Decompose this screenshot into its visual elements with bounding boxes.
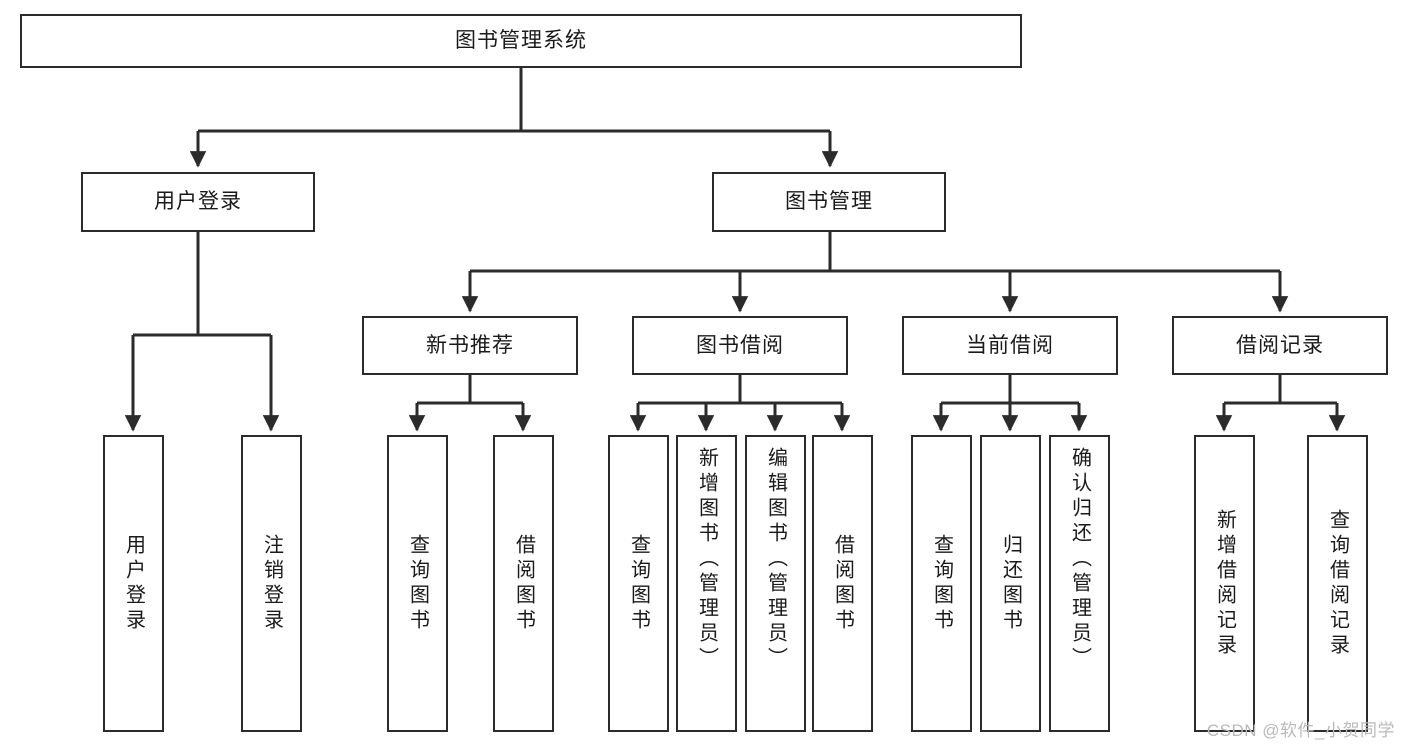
node-leaf-borrow-query-label: 查询图书 bbox=[627, 533, 650, 634]
node-leaf-current-return-label: 归还图书 bbox=[999, 533, 1022, 634]
node-leaf-borrow-add[interactable]: 新增图书（管理员） bbox=[676, 435, 737, 732]
node-leaf-newbook-borrow-label: 借阅图书 bbox=[512, 533, 535, 634]
node-user-login-label: 用户登录 bbox=[154, 190, 242, 214]
node-leaf-user-login-label: 用户登录 bbox=[122, 533, 145, 634]
node-leaf-user-logout[interactable]: 注销登录 bbox=[241, 435, 302, 732]
node-leaf-user-logout-label: 注销登录 bbox=[260, 533, 283, 634]
node-leaf-newbook-query-label: 查询图书 bbox=[406, 533, 429, 634]
node-leaf-borrow-edit-label: 编辑图书（管理员） bbox=[764, 447, 787, 672]
node-leaf-records-add[interactable]: 新增借阅记录 bbox=[1194, 435, 1255, 732]
node-new-book-recommend-label: 新书推荐 bbox=[426, 333, 514, 357]
node-leaf-newbook-query[interactable]: 查询图书 bbox=[387, 435, 448, 732]
node-leaf-current-confirm-label: 确认归还（管理员） bbox=[1068, 447, 1091, 672]
node-borrow-records[interactable]: 借阅记录 bbox=[1172, 316, 1388, 375]
node-leaf-current-query[interactable]: 查询图书 bbox=[911, 435, 972, 732]
node-book-management-label: 图书管理 bbox=[785, 190, 873, 214]
node-leaf-records-query-label: 查询借阅记录 bbox=[1326, 508, 1349, 659]
node-current-borrow[interactable]: 当前借阅 bbox=[902, 316, 1118, 375]
node-leaf-borrow-query[interactable]: 查询图书 bbox=[608, 435, 669, 732]
node-current-borrow-label: 当前借阅 bbox=[966, 333, 1054, 357]
node-root-system[interactable]: 图书管理系统 bbox=[20, 14, 1022, 68]
node-new-book-recommend[interactable]: 新书推荐 bbox=[362, 316, 578, 375]
node-leaf-borrow-add-label: 新增图书（管理员） bbox=[695, 447, 718, 672]
node-leaf-newbook-borrow[interactable]: 借阅图书 bbox=[493, 435, 554, 732]
node-book-borrow[interactable]: 图书借阅 bbox=[632, 316, 848, 375]
node-root-system-label: 图书管理系统 bbox=[455, 29, 587, 53]
node-book-management[interactable]: 图书管理 bbox=[712, 172, 946, 232]
node-leaf-borrow-edit[interactable]: 编辑图书（管理员） bbox=[745, 435, 806, 732]
node-leaf-current-return[interactable]: 归还图书 bbox=[980, 435, 1041, 732]
node-borrow-records-label: 借阅记录 bbox=[1236, 333, 1324, 357]
node-leaf-current-confirm[interactable]: 确认归还（管理员） bbox=[1049, 435, 1110, 732]
node-leaf-borrow-book[interactable]: 借阅图书 bbox=[812, 435, 873, 732]
node-leaf-current-query-label: 查询图书 bbox=[930, 533, 953, 634]
node-book-borrow-label: 图书借阅 bbox=[696, 333, 784, 357]
node-user-login[interactable]: 用户登录 bbox=[81, 172, 315, 232]
node-leaf-records-add-label: 新增借阅记录 bbox=[1213, 508, 1236, 659]
node-leaf-borrow-book-label: 借阅图书 bbox=[831, 533, 854, 634]
node-leaf-records-query[interactable]: 查询借阅记录 bbox=[1307, 435, 1368, 732]
node-leaf-user-login[interactable]: 用户登录 bbox=[103, 435, 164, 732]
